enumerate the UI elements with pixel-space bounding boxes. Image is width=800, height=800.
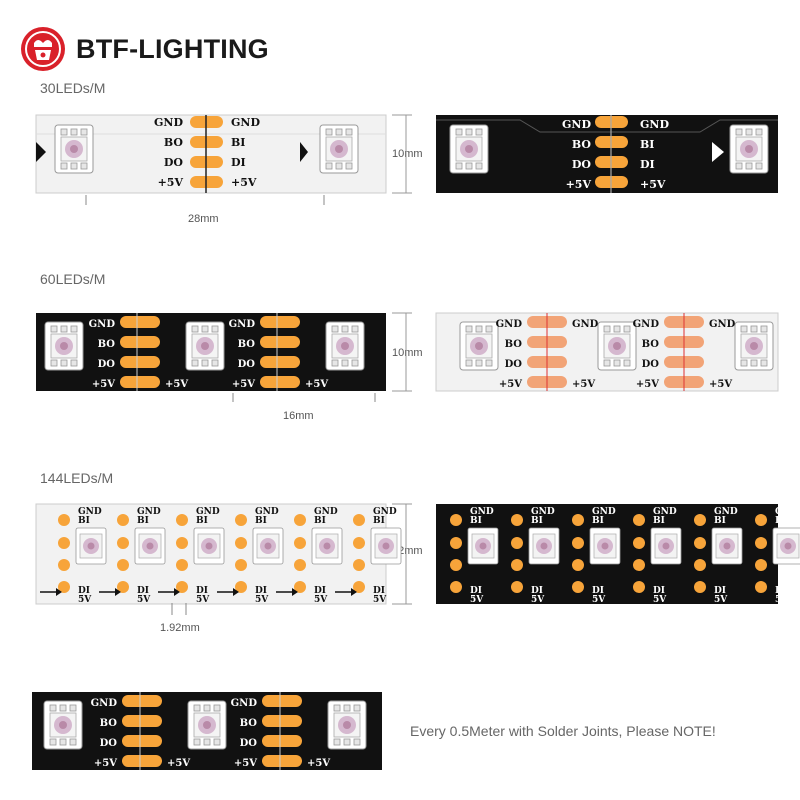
strip-60-black: GND BO DO +5V +5V GND BO DO +5V +5V [36,313,386,402]
pad-label-di: DI [470,586,482,596]
pad-label-5v: +5V [709,379,732,390]
strip-solder-joint: GND BO DO +5V +5V GND BO DO +5V +5V [32,692,382,770]
pad-label-do: DO [240,738,258,749]
pad-label-do: DO [505,359,523,370]
pad-label-do: DO [98,359,116,370]
strip-60-white: GND BO DO +5V GND +5V GND BO DO +5V GND … [435,312,779,392]
pad-label-5v: +5V [572,379,595,390]
pad-label-5v: +5V [499,379,522,390]
pad-label-5v: +5V [167,758,190,769]
pad-label-5v: +5V [234,758,257,769]
pad-label-5v: 5V [470,595,484,605]
height-dim-60: 10mm [392,347,423,359]
btf-lighting-logo-icon [21,27,65,71]
pad-label-gnd: GND [89,319,116,330]
pad-label-gnd: GND [709,319,736,330]
pad-label-gnd: GND [640,118,669,131]
pad-label-bo: BO [98,339,116,350]
section-label-144: 144LEDs/M [40,470,114,486]
pad-label-5v: 5V [78,595,92,605]
pad-label-5v: +5V [92,379,115,390]
pad-label-5v: +5V [165,379,188,390]
height-dim-30: 10mm [392,148,423,160]
pad-label-5v: +5V [640,178,666,191]
section-label-30: 30LEDs/M [40,80,106,96]
pad-label-bi: BI [640,138,654,151]
pad-label-do: DO [100,738,118,749]
pad-label-5v: +5V [307,758,330,769]
pad-label-bo: BO [240,718,258,729]
pad-label-gnd: GND [496,319,523,330]
pad-label-5v: +5V [636,379,659,390]
pad-label-gnd: GND [91,698,118,709]
pad-label-gnd: GND [78,507,102,517]
pad-label-gnd: GND [470,507,494,517]
pad-label-bi: BI [78,516,90,526]
pad-label-gnd: GND [154,116,183,129]
pad-label-bi: BI [231,136,245,149]
pad-label-bo: BO [164,136,184,149]
pad-label-do: DO [572,158,592,171]
solder-note: Every 0.5Meter with Solder Joints, Pleas… [410,723,716,739]
pad-label-5v: +5V [158,176,184,189]
pad-label-gnd: GND [633,319,660,330]
pad-label-di: DI [640,158,655,171]
pad-label-bo: BO [642,339,660,350]
pad-label-5v: +5V [232,379,255,390]
pad-label-bo: BO [238,339,256,350]
pad-label-gnd: GND [231,116,260,129]
pad-label-do: DO [238,359,256,370]
pad-label-di: DI [78,586,90,596]
brand: BTF-LIGHTING [20,26,269,72]
pad-label-gnd: GND [231,698,258,709]
pad-label-gnd: GND [229,319,256,330]
pad-label-gnd: GND [562,118,591,131]
width-dim-30: 28mm [188,213,219,225]
pad-label-5v: +5V [566,178,592,191]
pad-label-5v: +5V [305,379,328,390]
pad-label-bo: BO [572,138,592,151]
pad-label-di: DI [231,156,246,169]
width-dim-144: 1.92mm [160,622,200,634]
pad-label-gnd: GND [572,319,599,330]
brand-name: BTF-LIGHTING [76,33,269,64]
pad-label-5v: +5V [231,176,257,189]
width-dim-60: 16mm [283,410,314,422]
pad-label-do: DO [164,156,184,169]
pad-label-bi: BI [470,516,482,526]
strip-30-black: GND BO DO +5V GND BI DI +5V [436,115,778,193]
pad-label-do: DO [642,359,660,370]
section-label-60: 60LEDs/M [40,271,106,287]
pad-label-bo: BO [100,718,118,729]
strip-144-black: GND BI DI 5V [436,504,800,605]
strip-30-white: GND BO DO +5V GND BI DI +5V [35,114,387,205]
pad-label-5v: +5V [94,758,117,769]
strip-144-white: GND BI DI 5V [35,503,401,615]
pad-label-bo: BO [505,339,523,350]
